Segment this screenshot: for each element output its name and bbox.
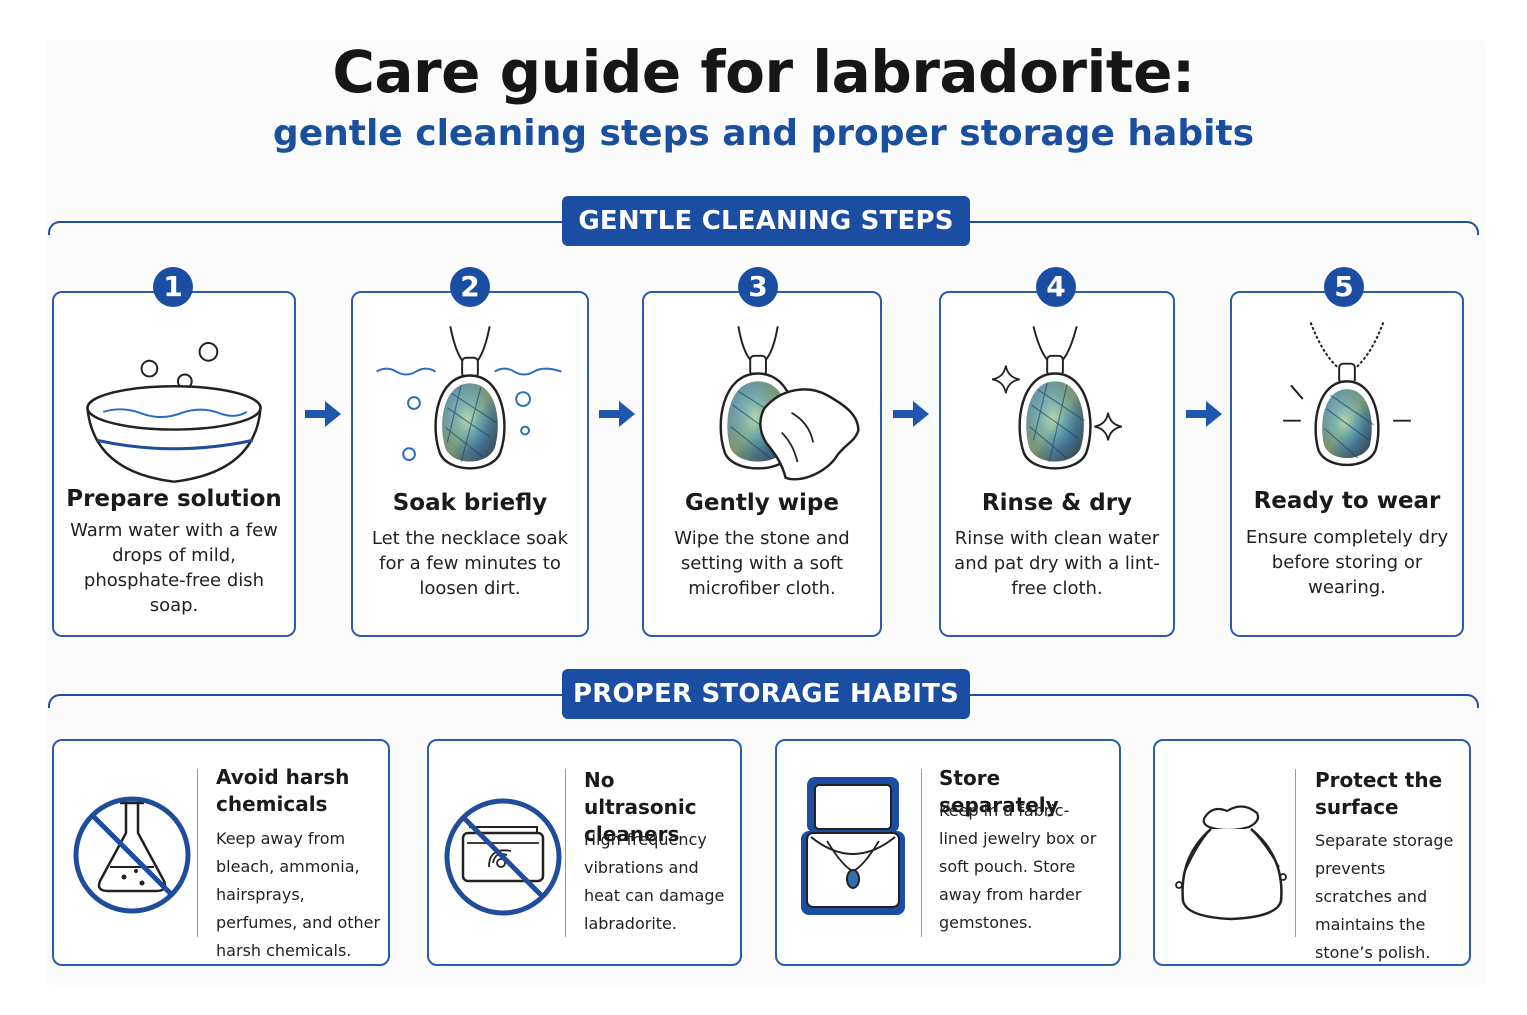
page-subtitle: gentle cleaning steps and proper storage… xyxy=(272,113,1255,154)
step-card-soak-briefly: Soak briefly Let the necklace soak for a… xyxy=(351,291,589,637)
bowl-with-bubbles-icon xyxy=(86,342,262,483)
step-card-gently-wipe: Gently wipe Wipe the stone and setting w… xyxy=(642,291,882,637)
habit-card-no-ultrasonic: No ultrasonic cleaners High-frequency vi… xyxy=(427,739,742,966)
step-number-4: 4 xyxy=(1036,267,1076,307)
step-description: Let the necklace soak for a few minutes … xyxy=(371,528,569,599)
habit-card-avoid-chemicals: Avoid harsh chemicals Keep away from ble… xyxy=(52,739,390,966)
habit-description: High-frequency vibrations and heat can d… xyxy=(584,830,725,933)
step-card-rinse-dry: Rinse & dry Rinse with clean water and p… xyxy=(939,291,1175,637)
habit-divider xyxy=(1295,769,1296,937)
storage-section-label: PROPER STORAGE HABITS xyxy=(562,669,970,719)
pendant-necklace-icon xyxy=(1283,322,1411,467)
habit-divider xyxy=(565,769,566,937)
habit-card-protect-surface: Protect the surface Separate storage pre… xyxy=(1153,739,1471,966)
habit-description: Keep away from bleach, ammonia, hairspra… xyxy=(216,829,381,960)
page-title: Care guide for labradorite: xyxy=(332,38,1195,106)
step-card-prepare-solution: Prepare solution Warm water with a few d… xyxy=(52,291,296,637)
cleaning-section-label: GENTLE CLEANING STEPS xyxy=(562,196,970,246)
habit-description: Separate storage prevents scratches and … xyxy=(1315,831,1454,962)
step-title: Prepare solution xyxy=(66,486,282,512)
habit-title: Avoid harsh chemicals xyxy=(216,765,350,816)
pendant-sparkle-icon xyxy=(991,326,1123,470)
step-card-ready-to-wear: Ready to wear Ensure completely dry befo… xyxy=(1230,291,1464,637)
arrow-right-icon xyxy=(305,401,341,427)
jewelry-box-icon xyxy=(801,777,905,915)
no-ultrasonic-icon xyxy=(444,798,562,916)
pendant-cloth-icon xyxy=(719,326,860,481)
step-title: Rinse & dry xyxy=(981,490,1133,516)
step-description: Rinse with clean water and pat dry with … xyxy=(954,528,1160,599)
step-title: Soak briefly xyxy=(392,490,548,516)
step-number-1: 1 xyxy=(153,267,193,307)
no-chemicals-icon xyxy=(73,796,191,914)
step-number-3: 3 xyxy=(738,267,778,307)
habit-title: Store separately xyxy=(939,766,1059,817)
drawstring-pouch-icon xyxy=(1175,805,1287,921)
habit-description: Keep in a fabric-lined jewelry box or so… xyxy=(939,801,1097,932)
step-description: Warm water with a few drops of mild, pho… xyxy=(70,520,278,616)
habit-card-store-separately: Store separately Keep in a fabric-lined … xyxy=(775,739,1121,966)
step-title: Ready to wear xyxy=(1253,488,1441,514)
habit-title: Protect the surface xyxy=(1315,768,1443,819)
arrow-right-icon xyxy=(599,401,635,427)
habit-title: No ultrasonic cleaners xyxy=(584,768,697,846)
step-title: Gently wipe xyxy=(685,490,839,516)
habit-divider xyxy=(921,769,922,937)
pendant-soaking-icon xyxy=(376,326,562,470)
step-number-5: 5 xyxy=(1324,267,1364,307)
step-number-2: 2 xyxy=(450,267,490,307)
habit-divider xyxy=(197,769,198,937)
arrow-right-icon xyxy=(893,401,929,427)
arrow-right-icon xyxy=(1186,401,1222,427)
step-description: Wipe the stone and setting with a soft m… xyxy=(674,528,850,599)
step-description: Ensure completely dry before storing or … xyxy=(1245,527,1449,598)
